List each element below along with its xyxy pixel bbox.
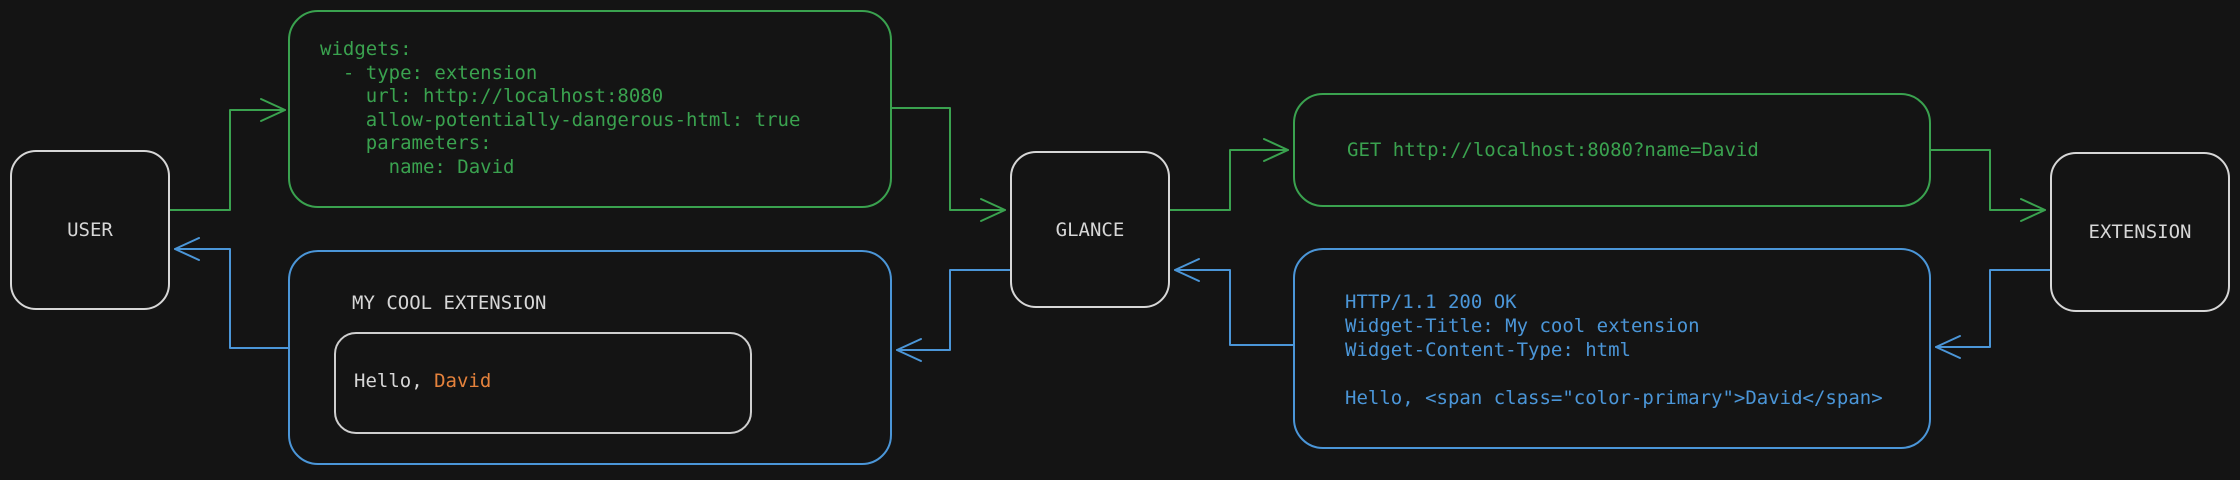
user-node-label: USER (67, 219, 113, 241)
glance-node-label: GLANCE (1055, 218, 1125, 241)
connector-extension-to-response (1935, 269, 2051, 359)
extension-node-label: EXTENSION (2088, 221, 2192, 243)
arrowhead-right-icon (260, 98, 286, 122)
connector-response-to-glance (1174, 258, 1294, 346)
widget-content-frame: Hello, David (334, 332, 752, 434)
http-response-code: HTTP/1.1 200 OK Widget-Title: My cool ex… (1345, 291, 1883, 409)
arrowhead-left-icon (1935, 335, 1961, 359)
http-request-code: GET http://localhost:8080?name=David (1347, 139, 1759, 161)
arrowhead-left-icon (1174, 258, 1200, 282)
widget-title: MY COOL EXTENSION (352, 292, 547, 314)
http-response-box: HTTP/1.1 200 OK Widget-Title: My cool ex… (1293, 248, 1931, 449)
connector-request-to-extension (1930, 149, 2046, 222)
http-request-box: GET http://localhost:8080?name=David (1293, 93, 1931, 207)
greeting-name: David (434, 370, 492, 392)
config-yaml-box: widgets: - type: extension url: http://l… (288, 10, 892, 208)
glance-node: GLANCE (1010, 151, 1170, 308)
rendered-widget-box: MY COOL EXTENSION Hello, David (288, 250, 892, 465)
greeting-prefix: Hello, (354, 370, 435, 392)
connector-glance-to-widget (896, 269, 1011, 362)
config-yaml-code: widgets: - type: extension url: http://l… (320, 38, 801, 178)
connector-widget-to-user (174, 237, 289, 349)
arrowhead-right-icon (2020, 198, 2046, 222)
arrowhead-right-icon (1263, 138, 1289, 162)
connector-user-to-config (169, 98, 286, 211)
arrowhead-left-icon (896, 338, 922, 362)
user-node: USER (10, 150, 170, 310)
connector-glance-to-request (1169, 138, 1289, 211)
arrowhead-left-icon (174, 237, 200, 261)
connector-config-to-glance (891, 107, 1006, 222)
widget-greeting: Hello, David (354, 370, 491, 392)
arrowhead-right-icon (980, 198, 1006, 222)
extension-node: EXTENSION (2050, 152, 2230, 312)
